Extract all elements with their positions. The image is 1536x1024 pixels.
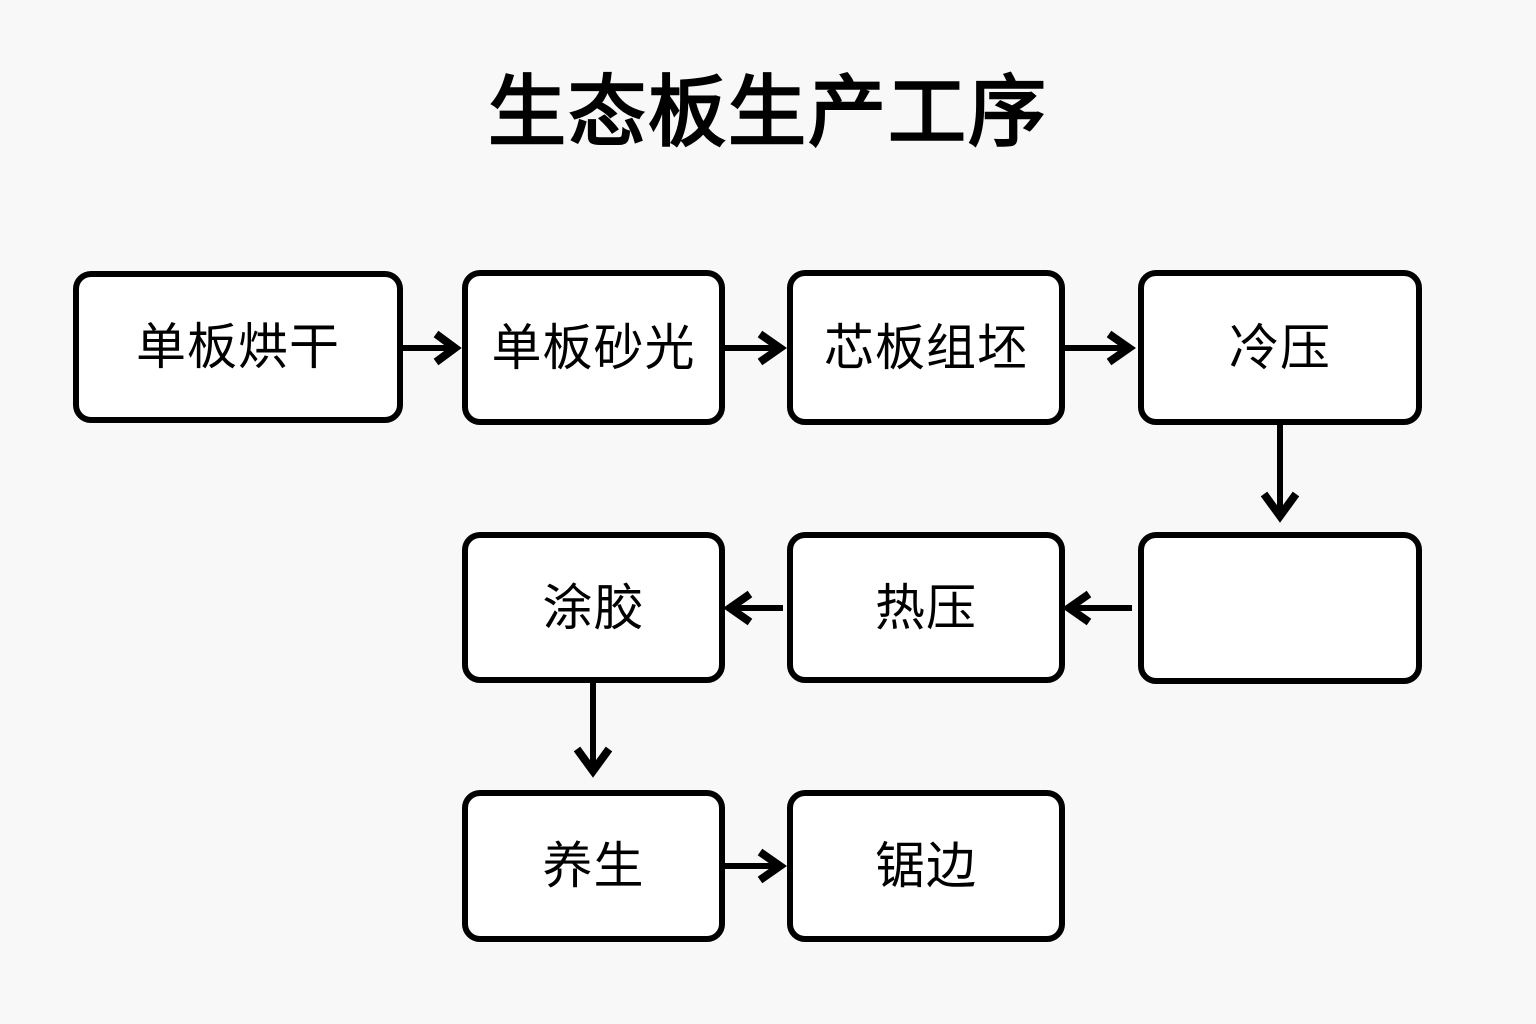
node-label: 锯边	[875, 837, 977, 895]
edge-coldpress-to-unlabeled	[1260, 425, 1300, 523]
edge-glue-to-curing	[573, 683, 613, 778]
node-unlabeled-stage[interactable]	[1138, 532, 1422, 684]
node-hot-press[interactable]: 热压	[787, 532, 1065, 683]
node-curing[interactable]: 养生	[462, 790, 725, 942]
edge-assembly-to-coldpress	[1065, 330, 1136, 366]
node-cold-press[interactable]: 冷压	[1138, 270, 1422, 425]
edge-drying-to-sanding	[403, 330, 462, 366]
node-veneer-sanding[interactable]: 单板砂光	[462, 270, 725, 425]
node-core-assembly[interactable]: 芯板组坯	[787, 270, 1065, 425]
page-title: 生态板生产工序	[487, 68, 1048, 158]
edge-sanding-to-assembly	[725, 330, 787, 366]
node-label: 冷压	[1229, 318, 1331, 377]
edge-unlabeled-to-hotpress	[1062, 590, 1132, 626]
node-glue-spreading[interactable]: 涂胶	[462, 532, 725, 683]
node-veneer-drying[interactable]: 单板烘干	[73, 271, 403, 423]
node-edge-sawing[interactable]: 锯边	[787, 790, 1065, 942]
node-label: 单板砂光	[491, 318, 696, 377]
node-label: 单板烘干	[136, 318, 340, 376]
node-label: 养生	[542, 837, 645, 895]
edge-hotpress-to-glue	[723, 590, 783, 626]
node-label: 芯板组坯	[824, 318, 1028, 377]
node-label: 热压	[875, 578, 977, 637]
edge-curing-to-sawing	[725, 848, 787, 884]
node-label: 涂胶	[542, 578, 645, 637]
